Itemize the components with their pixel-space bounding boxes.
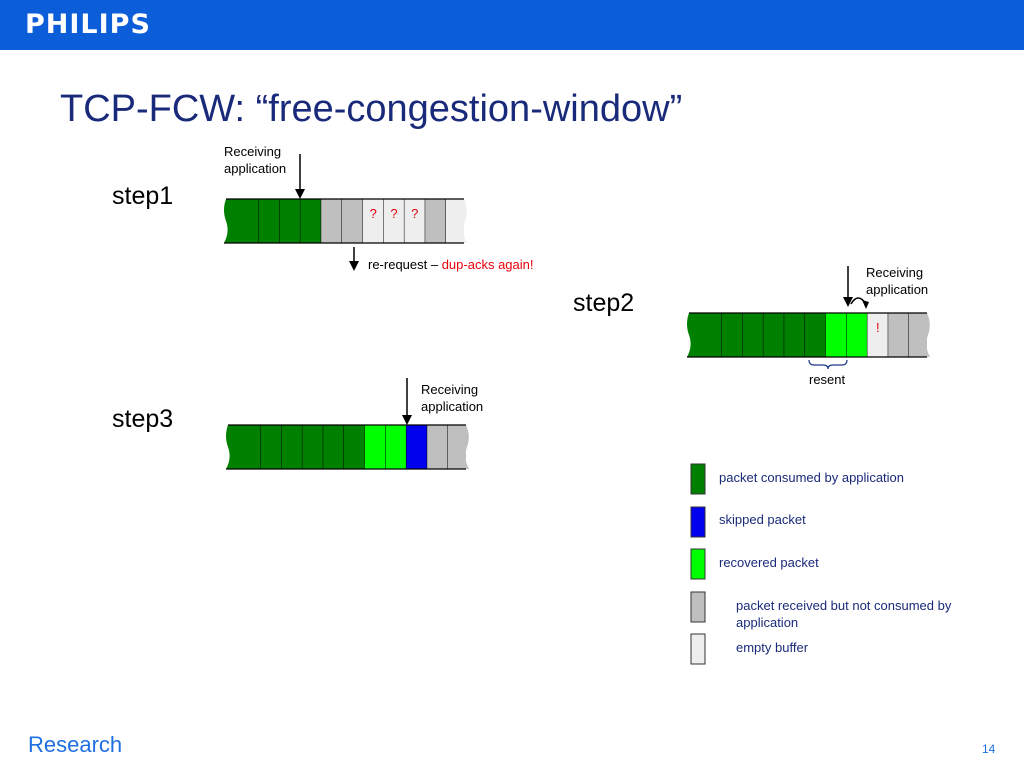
page-number: 14 [982, 742, 996, 756]
buffer-cell-consumed [805, 313, 826, 357]
legend-swatch-empty [690, 633, 706, 665]
step1-receiving-label: Receiving application [224, 144, 287, 176]
buffer-cell-empty [383, 199, 405, 243]
buffer-cell-consumed [281, 425, 303, 469]
step2-buffer: ! [687, 312, 930, 358]
buffer-cell-consumed [721, 313, 743, 357]
slide-title: TCP-FCW: “free-congestion-window” [60, 88, 683, 130]
buffer-right-cap [463, 199, 467, 243]
resent-brace [808, 359, 848, 370]
buffer-cell-received [427, 425, 448, 469]
legend-skipped-label: skipped packet [719, 512, 806, 527]
buffer-cell-skipped [406, 425, 428, 469]
buffer-cell-received [888, 313, 909, 357]
rerequest-highlight: dup-acks again! [441, 257, 534, 272]
buffer-cell-empty [362, 199, 384, 243]
step3-receiving-arrowhead [402, 415, 412, 425]
buffer-cell-received [909, 313, 927, 357]
legend-recovered-label: recovered packet [719, 555, 819, 570]
step1-label: step1 [112, 182, 174, 210]
buffer-cell-consumed [260, 425, 282, 469]
buffer-cell-mark: ? [370, 206, 377, 221]
buffer-cell-consumed [323, 425, 344, 469]
buffer-cell-consumed [240, 425, 261, 469]
resent-label: resent [809, 372, 846, 387]
buffer-cell-consumed [784, 313, 805, 357]
legend-swatch-consumed [690, 463, 706, 495]
rerequest-arrowhead [349, 261, 359, 271]
legend-swatches [690, 463, 706, 665]
step2-move-arc-head [862, 300, 869, 309]
buffer-cell-consumed [238, 199, 259, 243]
buffer-cell-recovered [846, 313, 868, 357]
step3-receiving-label: Receiving application [421, 382, 484, 414]
legend-consumed-label: packet consumed by application [719, 470, 905, 485]
buffer-cell-recovered [385, 425, 407, 469]
buffer-cell-received [342, 199, 363, 243]
buffer-cell-consumed [742, 313, 764, 357]
buffer-cell-recovered [364, 425, 386, 469]
step1-buffer: ??? [224, 198, 467, 244]
legend-received-label: packet received but not consumed by appl… [736, 598, 952, 630]
buffer-cell-mark: ! [876, 320, 880, 335]
step2-receiving-arrowhead [843, 297, 853, 307]
buffer-left-cap [687, 313, 701, 357]
legend-empty-label: empty buffer [736, 640, 809, 655]
step1-receiving-arrowhead [295, 189, 305, 199]
buffer-right-cap [926, 313, 930, 357]
buffer-left-cap [224, 199, 238, 243]
step3-label: step3 [112, 405, 174, 433]
buffer-cell-empty [446, 199, 464, 243]
buffer-cell-consumed [763, 313, 785, 357]
buffer-cell-consumed [344, 425, 365, 469]
buffer-cell-empty [867, 313, 889, 357]
buffer-cell-consumed [302, 425, 324, 469]
legend-swatch-recovered [690, 548, 706, 580]
buffer-cell-consumed [300, 199, 322, 243]
rerequest-note: re-request – dup-acks again! [368, 257, 533, 272]
philips-logo: PHILIPS [25, 9, 151, 40]
buffer-cell-consumed [701, 313, 722, 357]
step2-receiving-label: Receiving application [866, 265, 929, 297]
buffer-cell-received [448, 425, 466, 469]
legend-swatch-skipped [690, 506, 706, 538]
step2-label: step2 [573, 289, 635, 317]
buffer-cell-mark: ? [390, 206, 397, 221]
buffer-cell-consumed [258, 199, 280, 243]
buffer-cell-empty [404, 199, 426, 243]
buffer-cell-recovered [825, 313, 847, 357]
legend-swatch-received [690, 591, 706, 623]
buffer-cell-received [321, 199, 342, 243]
rerequest-prefix: re-request – [368, 257, 442, 272]
step3-buffer [226, 424, 469, 470]
buffer-cell-consumed [279, 199, 301, 243]
buffer-right-cap [465, 425, 469, 469]
buffer-left-cap [226, 425, 240, 469]
buffer-cell-received [425, 199, 446, 243]
footer-research: Research [28, 732, 123, 757]
header-bar: PHILIPS [0, 0, 1024, 50]
buffer-cell-mark: ? [411, 206, 418, 221]
